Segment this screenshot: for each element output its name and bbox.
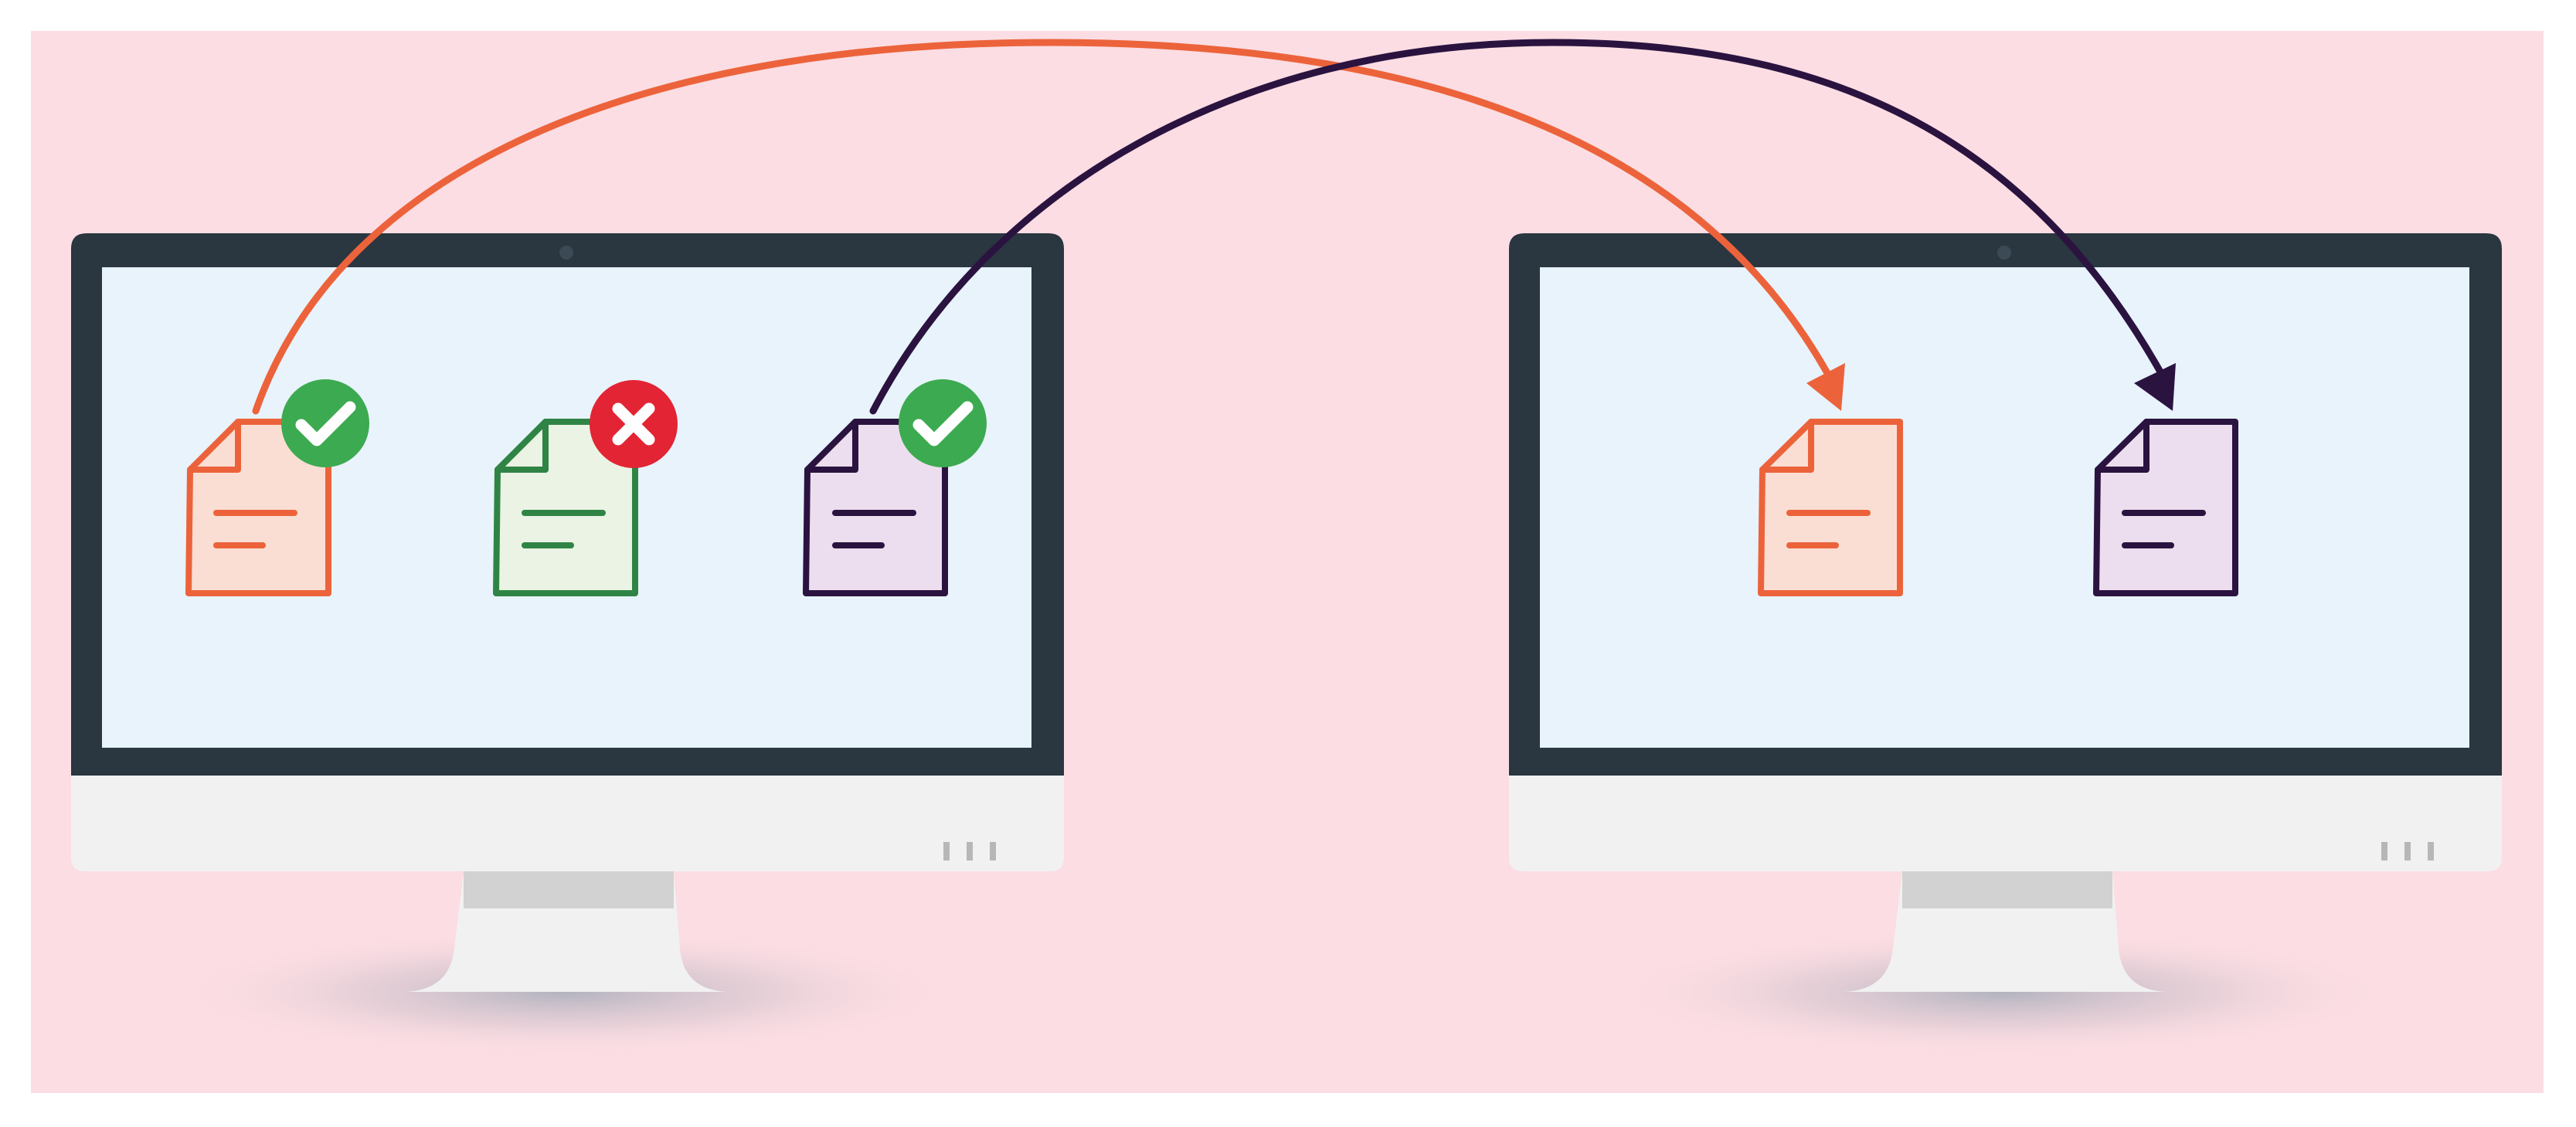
approved-badge xyxy=(281,379,369,467)
rejected-badge xyxy=(590,380,678,468)
monitor-shadow xyxy=(1616,931,2389,1054)
file-icon-orange xyxy=(1758,419,1903,596)
chin-vents xyxy=(2381,842,2434,861)
file-icon-purple xyxy=(2093,419,2238,596)
cross-icon xyxy=(612,402,655,446)
stand-neck xyxy=(464,871,674,908)
monitor-chin xyxy=(71,776,1064,871)
transfer-arrow-purple xyxy=(869,39,2176,415)
arrowhead-icon xyxy=(2134,363,2176,411)
stand-neck xyxy=(1902,871,2112,908)
monitor-shadow xyxy=(178,931,950,1054)
check-icon xyxy=(295,401,356,446)
webcam xyxy=(1997,246,2011,260)
check-icon xyxy=(912,401,974,446)
monitor-screen xyxy=(1540,267,2469,748)
monitor-chin xyxy=(1509,776,2502,871)
approved-badge xyxy=(899,379,987,467)
webcam xyxy=(559,246,573,260)
arrowhead-icon xyxy=(1806,363,1845,411)
chin-vents xyxy=(943,842,996,861)
transfer-arrow-orange xyxy=(252,39,1845,415)
destination-monitor xyxy=(1509,233,2502,1054)
